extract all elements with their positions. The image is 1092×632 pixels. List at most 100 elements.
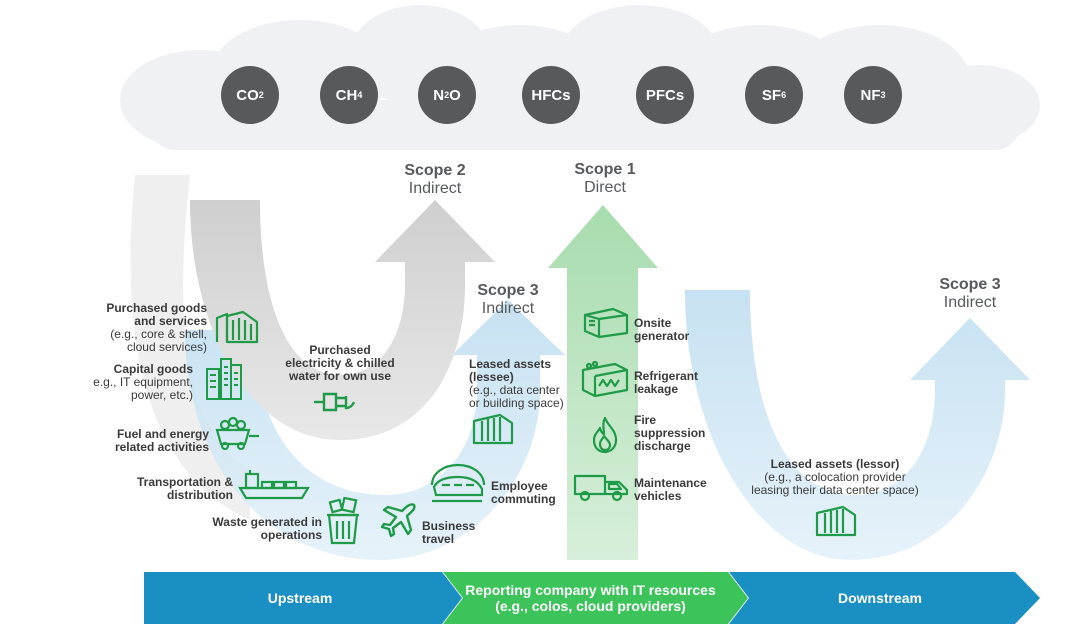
label-line: and services — [134, 314, 207, 328]
label-line: Onsite — [634, 316, 672, 330]
maintenance-vehicles-label: Maintenance vehicles — [634, 477, 724, 503]
scope3-downstream-title: Scope 3 Indirect — [920, 276, 1020, 312]
label-line: Maintenance — [634, 476, 707, 490]
label-line: (e.g., colos, cloud providers) — [495, 598, 686, 614]
purchased-goods-label: Purchased goods and services (e.g., core… — [60, 302, 207, 354]
label-line: Purchased goods — [106, 301, 207, 315]
transportation-label: Transportation & distribution — [60, 476, 233, 502]
fire-suppression-label: Fire suppression discharge — [634, 414, 724, 453]
downstream-label: Downstream — [837, 590, 923, 606]
label-line: related activities — [114, 440, 209, 454]
label-line: travel — [422, 532, 455, 546]
gas-pfcs: PFCs — [636, 66, 694, 124]
scope2-label: Scope 2 — [404, 162, 466, 179]
gas-label: NF — [860, 86, 881, 104]
scope1-title: Scope 1 Direct — [555, 161, 655, 197]
ship-icon — [238, 470, 310, 500]
gas-subscript: 6 — [781, 90, 787, 100]
label-line: (lessee) — [469, 370, 514, 384]
airplane-icon — [380, 503, 416, 538]
upstream-faint-arc — [130, 175, 250, 520]
scope1-label: Scope 1 — [574, 161, 636, 178]
scope3-upstream-title: Scope 3 Indirect — [458, 282, 558, 318]
scope3-subtitle: Indirect — [481, 300, 535, 317]
truck-icon — [573, 474, 629, 502]
label-line: Transportation & — [136, 475, 233, 489]
label-line: Refrigerant — [634, 369, 699, 383]
refrigerant-label: Refrigerant leakage — [634, 370, 714, 396]
gas-label: SF — [761, 86, 782, 104]
scope2-subtitle: Indirect — [408, 180, 462, 197]
label-line: Leased assets (lessor) — [770, 457, 900, 471]
reporting-company-label: Reporting company with IT resources (e.g… — [448, 582, 733, 614]
gas-label-tail: O — [449, 86, 461, 104]
gas-label: CO — [236, 86, 259, 104]
scope3-subtitle: Indirect — [943, 294, 997, 311]
label-line: electricity & chilled — [285, 356, 395, 370]
fuel-energy-label: Fuel and energy related activities — [60, 428, 209, 454]
label-line: Fuel and energy — [116, 427, 209, 441]
label-line: cloud services) — [126, 340, 207, 354]
label-line: leakage — [634, 382, 679, 396]
gas-label: CH — [335, 86, 358, 104]
label-line: Employee — [491, 479, 548, 493]
gas-label: PFCs — [645, 86, 685, 104]
label-line: (e.g., data center — [469, 383, 560, 397]
gas-subscript: 2 — [444, 90, 450, 100]
scope3-label: Scope 3 — [477, 282, 539, 299]
gas-subscript: 2 — [258, 90, 264, 100]
label-line: or building space) — [469, 396, 564, 410]
generator-icon — [583, 307, 629, 339]
purchased-electricity-label: Purchased electricity & chilled water fo… — [270, 344, 410, 383]
scope3-label: Scope 3 — [939, 276, 1001, 293]
label-line: e.g., IT equipment, — [93, 375, 193, 389]
label-line: operations — [260, 528, 322, 542]
label-line: water for own use — [288, 369, 392, 383]
label-line: leasing their data center space) — [751, 483, 919, 497]
label-line: distribution — [167, 488, 233, 502]
gas-label: HFCs — [531, 86, 571, 104]
label-line: generator — [634, 329, 690, 343]
refrigerant-icon — [581, 360, 629, 398]
label-line: (e.g., core & shell, — [110, 327, 207, 341]
lessor-building-icon — [815, 505, 857, 537]
business-travel-label: Business travel — [422, 520, 502, 546]
gas-hfcs: HFCs — [522, 66, 580, 124]
fire-icon — [592, 416, 618, 454]
capital-goods-icon — [206, 358, 242, 400]
label-line: suppression — [634, 426, 706, 440]
coal-cart-icon — [215, 416, 259, 450]
upstream-segment — [144, 572, 462, 624]
employee-commuting-label: Employee commuting — [491, 480, 571, 506]
reporting-segment — [443, 572, 748, 624]
waste-label: Waste generated in operations — [160, 516, 322, 542]
label-line: Purchased — [309, 343, 371, 357]
label-line: (e.g., a colocation provider — [764, 470, 906, 484]
label-line: commuting — [491, 492, 556, 506]
scope1-subtitle: Direct — [584, 179, 626, 196]
gas-label: N — [433, 86, 445, 104]
scope3-downstream-arrow — [685, 290, 1030, 560]
onsite-generator-label: Onsite generator — [634, 317, 714, 343]
gas-subscript: 4 — [357, 90, 363, 100]
leased-lessor-label: Leased assets (lessor) (e.g., a colocati… — [730, 458, 940, 497]
label-line: Reporting company with IT resources — [465, 582, 716, 598]
scope2-arrow — [190, 200, 495, 440]
label-line: Waste generated in — [212, 515, 322, 529]
scope1-arrow — [548, 205, 658, 560]
label-line: vehicles — [634, 489, 682, 503]
power-plug-icon — [314, 392, 356, 412]
building-icon — [215, 310, 259, 344]
leased-building-icon — [472, 413, 514, 445]
gas-subscript: 3 — [880, 90, 886, 100]
train-icon — [430, 463, 486, 503]
label-line: Business — [422, 519, 476, 533]
label-line: Leased assets — [469, 357, 552, 371]
label-line: power, etc.) — [130, 388, 193, 402]
